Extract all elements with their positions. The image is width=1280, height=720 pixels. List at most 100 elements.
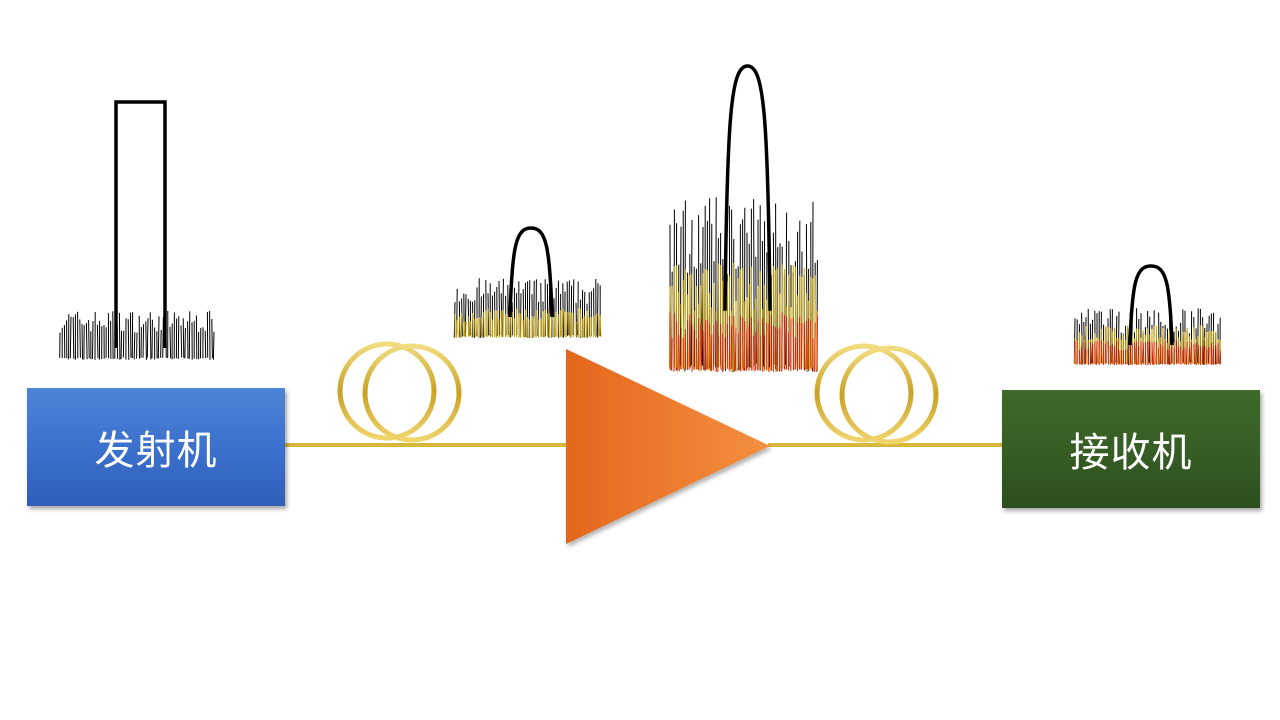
signal-curve [114, 100, 167, 348]
noise-tick [476, 318, 478, 337]
noise-tick [720, 323, 722, 370]
noise-tick [463, 321, 465, 337]
fiber-coil-2 [814, 343, 939, 445]
noise-tick [814, 322, 816, 373]
noise-tick [1084, 349, 1087, 365]
noise-tick [678, 334, 680, 372]
noise-tick [803, 323, 806, 371]
amplifier-triangle [566, 349, 770, 544]
noise-tick [753, 335, 755, 372]
noise-tick [500, 310, 503, 338]
noise-tick [566, 312, 568, 338]
noise-tick [526, 316, 529, 338]
noise-tick [733, 315, 735, 372]
noise-tick [1118, 350, 1121, 365]
noise-tick [1160, 337, 1162, 364]
noise-tick [96, 324, 99, 359]
noise-tick [750, 317, 753, 371]
fiber-coil-1-loop-b [362, 343, 462, 443]
noise-tick [498, 281, 501, 336]
noise-tick [717, 263, 720, 368]
noise-tick [489, 311, 492, 338]
fiber-coil-2-loop-a [814, 343, 914, 443]
noise-tick [1155, 341, 1157, 364]
noise-tick [1120, 349, 1123, 366]
noise-tick [572, 279, 575, 336]
noise-layer-noise_red [1074, 340, 1222, 366]
transmitter-box: 发射机 [27, 388, 285, 506]
noise-layer-noise_base [59, 310, 215, 361]
noise-tick [561, 308, 564, 338]
noise-tick [1089, 342, 1092, 365]
noise-tick [79, 319, 81, 358]
noise-tick [160, 329, 162, 358]
noise-tick [596, 283, 599, 338]
noise-layer-noise_red [669, 312, 818, 373]
noise-tick [676, 321, 678, 372]
noise-tick [742, 317, 744, 371]
noise-tick [169, 326, 172, 359]
noise-tick [129, 312, 132, 358]
receiver-label: 接收机 [1069, 430, 1193, 476]
noise-tick [1197, 308, 1199, 363]
noise-tick [1100, 340, 1103, 364]
noise-tick [480, 318, 483, 337]
noise-tick [1153, 342, 1155, 365]
noise-tick [783, 315, 786, 371]
noise-tick [557, 314, 559, 337]
noise-tick [684, 269, 686, 370]
noise-tick [553, 317, 556, 337]
noise-tick [120, 330, 123, 360]
noise-tick [1126, 325, 1129, 365]
noise-tick [724, 337, 726, 370]
noise-tick [734, 327, 737, 371]
noise-tick [145, 321, 147, 361]
noise-tick [597, 313, 600, 337]
noise-layer-noise_gold [454, 308, 602, 339]
noise-tick [546, 313, 549, 337]
spectrum-after-amplifier [669, 64, 818, 373]
noise-tick [816, 315, 818, 371]
noise-tick [811, 278, 814, 368]
noise-tick [1159, 343, 1162, 365]
noise-tick [1147, 341, 1149, 365]
noise-tick [118, 312, 121, 360]
noise-tick [1188, 347, 1190, 365]
receiver-box: 接收机 [1002, 390, 1260, 508]
noise-tick [188, 311, 191, 359]
noise-tick [1170, 344, 1173, 365]
noise-tick [776, 328, 779, 372]
spectrum-transmitter [59, 100, 215, 361]
noise-tick [785, 212, 788, 365]
fiber-coil-1 [337, 341, 462, 443]
noise-tick [1177, 346, 1180, 365]
noise-tick [182, 318, 185, 358]
noise-tick [456, 319, 458, 338]
transmitter-label: 发射机 [94, 428, 218, 474]
noise-tick [1137, 346, 1140, 365]
noise-tick [709, 324, 711, 371]
noise-tick [695, 338, 698, 370]
noise-tick [204, 330, 207, 359]
noise-tick [745, 329, 748, 372]
fiber-coil-2-loop-b [839, 345, 939, 445]
spectrum-after-span-1 [453, 226, 602, 339]
noise-tick [726, 324, 729, 370]
noise-tick [717, 336, 719, 372]
noise-tick [688, 314, 691, 370]
noise-tick [92, 321, 94, 359]
noise-tick [1129, 341, 1132, 365]
noise-tick [146, 318, 149, 358]
noise-tick [1080, 346, 1083, 365]
noise-tick [149, 312, 152, 360]
noise-tick [537, 301, 540, 337]
noise-tick [1095, 341, 1098, 365]
noise-tick [761, 318, 764, 372]
signal-curve [508, 226, 554, 318]
noise-tick [88, 319, 90, 359]
noise-tick [706, 270, 709, 370]
noise-tick [585, 310, 588, 337]
noise-tick [706, 320, 708, 370]
noise-tick [1133, 342, 1136, 365]
noise-tick [599, 315, 602, 337]
